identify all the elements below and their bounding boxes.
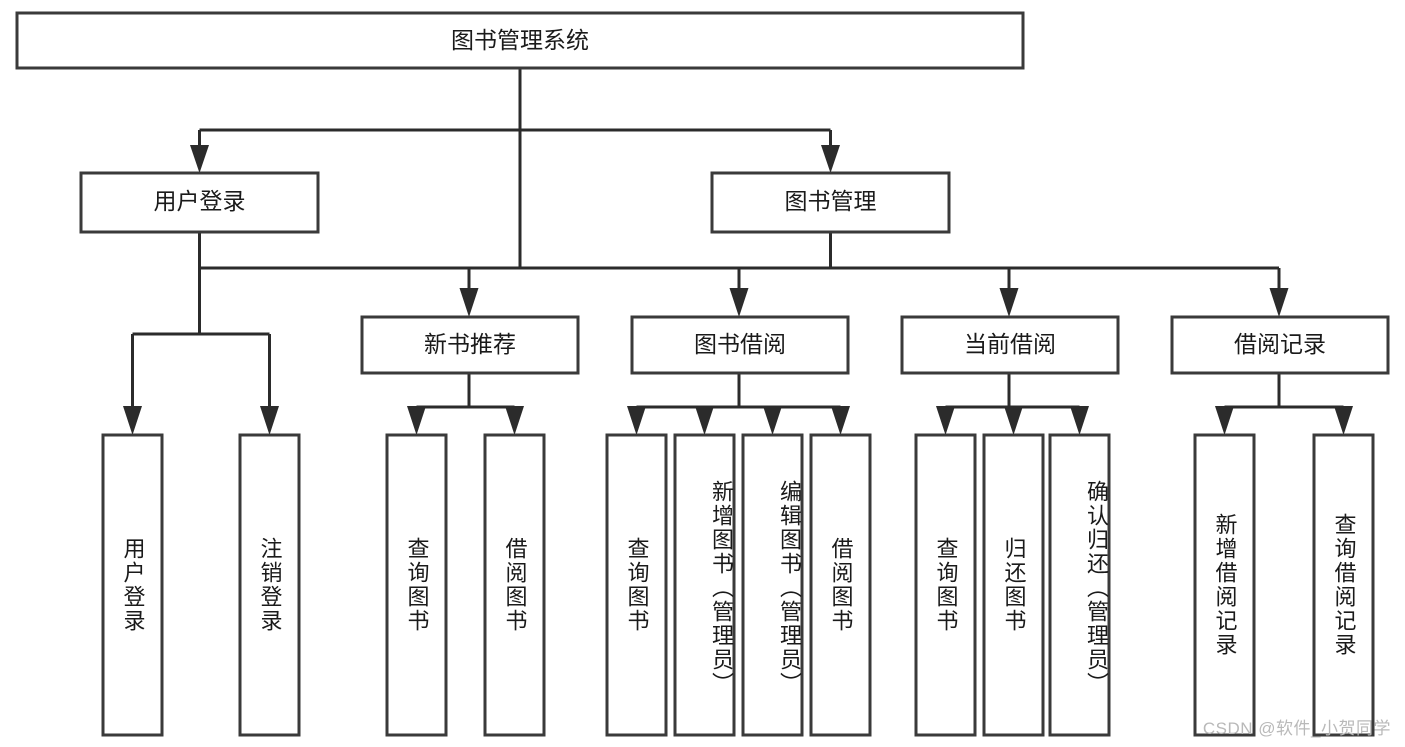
node-l2-book-borrow-label: 图书借阅 <box>694 331 786 357</box>
node-leaf-user-logout-label: 注销登录 <box>257 537 283 633</box>
node-leaf-user-login-box[interactable] <box>101 433 164 737</box>
node-l2-new-book-rec-label: 新书推荐 <box>424 331 516 357</box>
node-l2-current-borrow-label: 当前借阅 <box>964 331 1056 357</box>
connector-group-new-book-rec <box>407 373 524 435</box>
node-leaf-rec-borrow-book-label: 借阅图书 <box>502 537 528 633</box>
arrow-head-leaf-borrow-borrow <box>831 406 850 435</box>
connector-group-current-borrow <box>936 373 1089 435</box>
node-leaf-cur-return-book-box[interactable] <box>982 433 1045 737</box>
node-l2-new-book-rec-box[interactable] <box>360 315 580 375</box>
node-l2-book-borrow-box[interactable] <box>630 315 850 375</box>
node-leaf-cur-query-book-box[interactable] <box>914 433 977 737</box>
node-l2-current-borrow-box[interactable] <box>900 315 1120 375</box>
node-root-label: 图书管理系统 <box>451 27 589 53</box>
arrow-head-leaf-borrow-add <box>695 406 714 435</box>
arrow-head-user-login <box>190 145 209 173</box>
node-leaf-cur-confirm-return-label: 确认归还（管理员） <box>1084 480 1109 696</box>
node-l1-user-login-box[interactable] <box>79 171 320 234</box>
node-l1-user-login-label: 用户登录 <box>154 188 246 214</box>
arrow-head-leaf-cur-return <box>1004 406 1023 435</box>
arrow-head-leaf-borrow-query <box>627 406 646 435</box>
arrow-head-current-borrow <box>999 288 1019 317</box>
arrow-head-leaf-borrow-edit <box>763 406 782 435</box>
connector-group-root <box>190 68 840 270</box>
arrow-head-borrow-record <box>1269 288 1289 317</box>
node-leaf-rec-borrow-book-box[interactable] <box>483 433 546 737</box>
connector-group-user-login <box>123 232 279 435</box>
arrow-head-leaf-cur-confirm <box>1070 406 1089 435</box>
node-leaf-rec-query-record-label: 查询借阅记录 <box>1331 513 1357 657</box>
node-l2-borrow-record-label: 借阅记录 <box>1234 331 1326 357</box>
node-l1-book-manage-box[interactable] <box>710 171 951 234</box>
node-leaf-rec-add-record-label: 新增借阅记录 <box>1212 513 1238 657</box>
connector-group-borrow-record <box>1215 373 1353 435</box>
node-leaf-cur-confirm-return-box[interactable] <box>1048 433 1111 737</box>
node-leaf-rec-add-record-box[interactable] <box>1193 433 1256 737</box>
node-l1-book-manage-label: 图书管理 <box>785 188 877 214</box>
arrow-head-leaf-rec-borrow <box>505 406 524 435</box>
arrow-head-new-book-rec <box>459 288 479 317</box>
node-leaf-user-logout-box[interactable] <box>238 433 301 737</box>
node-leaf-borrow-add-book-label: 新增图书（管理员） <box>709 480 734 696</box>
node-leaf-rec-query-book-box[interactable] <box>385 433 448 737</box>
node-l2-borrow-record-box[interactable] <box>1170 315 1390 375</box>
node-leaf-cur-return-book-label: 归还图书 <box>1001 537 1027 633</box>
node-leaf-cur-query-book-label: 查询图书 <box>933 537 959 633</box>
connector-group-book-borrow <box>627 373 850 435</box>
node-leaf-rec-query-book-label: 查询图书 <box>404 537 430 633</box>
node-root-box[interactable] <box>15 11 1025 70</box>
node-leaf-borrow-query-book-label: 查询图书 <box>624 537 650 633</box>
node-leaf-borrow-borrow-book-label: 借阅图书 <box>828 537 854 633</box>
node-leaf-user-login-label: 用户登录 <box>120 537 146 633</box>
arrow-head-leaf-user-logout <box>260 406 279 435</box>
arrow-head-book-manage <box>821 145 840 173</box>
node-leaf-borrow-add-book-box[interactable] <box>673 433 736 737</box>
arrow-head-leaf-user-login <box>123 406 142 435</box>
arrow-head-leaf-record-query <box>1334 406 1353 435</box>
connector-group-book-manage <box>459 232 1289 317</box>
arrow-head-leaf-record-add <box>1215 406 1234 435</box>
node-leaf-borrow-edit-book-label: 编辑图书（管理员） <box>777 480 802 696</box>
arrow-head-book-borrow <box>729 288 749 317</box>
node-leaf-borrow-edit-book-box[interactable] <box>741 433 804 737</box>
arrow-head-leaf-rec-query <box>407 406 426 435</box>
arrow-head-leaf-cur-query <box>936 406 955 435</box>
node-leaf-rec-query-record-box[interactable] <box>1312 433 1375 737</box>
node-leaf-borrow-query-book-box[interactable] <box>605 433 668 737</box>
node-leaf-borrow-borrow-book-box[interactable] <box>809 433 872 737</box>
